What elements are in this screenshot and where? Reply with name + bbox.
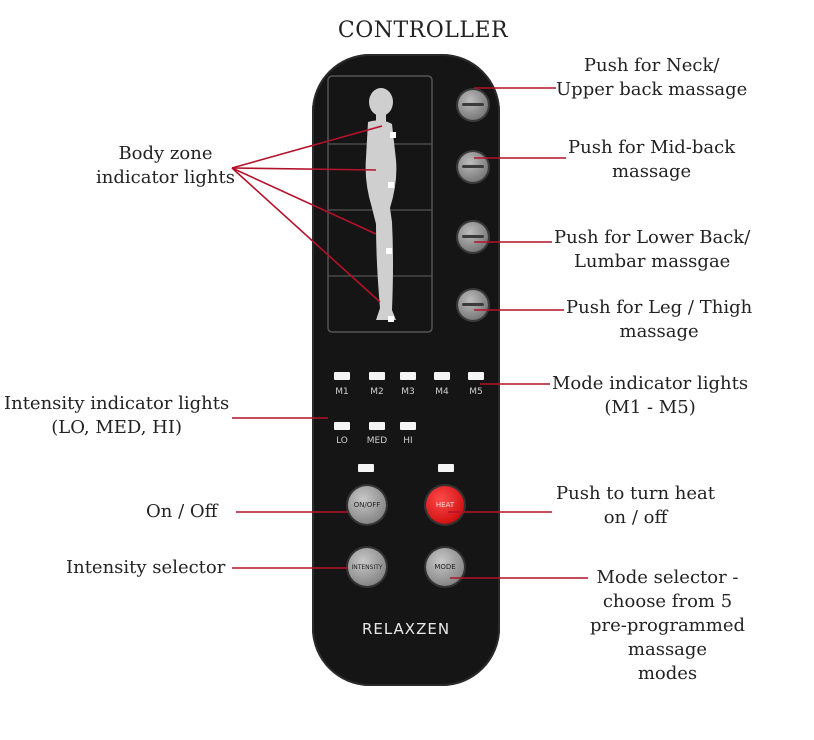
callout-on-off-line-1: On / Off	[146, 501, 218, 522]
callout-intensity-lights: Intensity indicator lights (LO, MED, HI)	[4, 392, 229, 440]
callout-lowerback-line-1: Push for Lower Back/	[554, 227, 751, 248]
mode-label-m3: M3	[401, 387, 415, 397]
mode-label-m5: M5	[469, 387, 483, 397]
intensity-led-hi	[400, 422, 416, 430]
body-zone-panel	[327, 75, 433, 333]
callout-mode-selector-line-4: massage	[627, 639, 708, 660]
callout-mode-selector: Mode selector - choose from 5 pre-progra…	[590, 566, 745, 686]
leg-button-mark	[462, 303, 484, 306]
brand-logo: RELAXZEN	[361, 620, 451, 638]
intensity-button[interactable]: INTENSITY	[348, 548, 386, 586]
intensity-label-hi: HI	[403, 436, 413, 446]
zone-light-lumbar	[386, 248, 392, 254]
intensity-led-lo	[334, 422, 350, 430]
callout-lowerback: Push for Lower Back/ Lumbar massgae	[554, 226, 750, 274]
callout-midback-line-1: Push for Mid-back	[568, 137, 736, 158]
callout-neck-line-1: Push for Neck/	[583, 55, 720, 76]
body-silhouette	[365, 88, 397, 321]
callout-intensity-selector: Intensity selector	[66, 556, 225, 580]
callout-intensity-lights-line-2: (LO, MED, HI)	[51, 417, 182, 438]
callout-mode-lights-line-1: Mode indicator lights	[552, 373, 749, 394]
callout-mode-lights-line-2: (M1 - M5)	[604, 397, 696, 418]
callout-mode-selector-line-2: choose from 5	[602, 591, 733, 612]
mode-label-m2: M2	[370, 387, 384, 397]
callout-mode-selector-line-3: pre-programmed	[590, 615, 745, 636]
leg-button[interactable]	[458, 290, 488, 320]
callout-heat-line-1: Push to turn heat	[556, 483, 716, 504]
power-led	[358, 464, 374, 472]
callout-leg-line-1: Push for Leg / Thigh	[566, 297, 753, 318]
callout-leg: Push for Leg / Thigh massage	[566, 296, 752, 344]
mode-led-m1	[334, 372, 350, 380]
callout-midback: Push for Mid-back massage	[568, 136, 735, 184]
midback-button[interactable]	[458, 152, 488, 182]
callout-heat-line-2: on / off	[603, 507, 668, 528]
callout-intensity-selector-line-1: Intensity selector	[66, 557, 226, 578]
midback-button-mark	[462, 165, 484, 168]
callout-midback-line-2: massage	[611, 161, 692, 182]
mode-led-m4	[434, 372, 450, 380]
mode-led-m3	[400, 372, 416, 380]
intensity-led-med	[369, 422, 385, 430]
callout-lowerback-line-2: Lumbar massgae	[573, 251, 731, 272]
mode-led-m2	[369, 372, 385, 380]
callout-neck: Push for Neck/ Upper back massage	[556, 54, 747, 102]
zone-light-midback	[388, 182, 394, 188]
callout-mode-lights: Mode indicator lights (M1 - M5)	[552, 372, 748, 420]
callout-body-zone: Body zone indicator lights	[96, 142, 235, 190]
zone-light-leg	[388, 316, 394, 322]
callout-mode-selector-line-5: modes	[637, 663, 698, 684]
callout-leg-line-2: massage	[619, 321, 699, 342]
mode-label-m1: M1	[335, 387, 349, 397]
intensity-label-med: MED	[366, 436, 388, 446]
callout-neck-line-2: Upper back massage	[556, 79, 748, 100]
intensity-label-lo: LO	[336, 436, 348, 446]
callout-body-zone-line-2: indicator lights	[96, 167, 235, 188]
neck-button[interactable]	[458, 90, 488, 120]
on-off-button[interactable]: ON/OFF	[348, 486, 386, 524]
callout-mode-selector-line-1: Mode selector -	[596, 567, 739, 588]
heat-button[interactable]: HEAT	[426, 486, 464, 524]
callout-intensity-lights-line-1: Intensity indicator lights	[4, 393, 230, 414]
zone-light-neck	[390, 132, 396, 138]
heat-led	[438, 464, 454, 472]
remote-controller: M1 M2 M3 M4 M5 LO MED HI ON/OFF HEAT INT…	[312, 54, 500, 686]
diagram-title: CONTROLLER	[337, 18, 509, 43]
neck-button-mark	[462, 103, 484, 106]
mode-led-m5	[468, 372, 484, 380]
lumbar-button-mark	[462, 235, 484, 238]
mode-label-m4: M4	[435, 387, 449, 397]
callout-on-off: On / Off	[146, 500, 217, 524]
callout-body-zone-line-1: Body zone	[118, 143, 213, 164]
mode-button[interactable]: MODE	[426, 548, 464, 586]
callout-heat: Push to turn heat on / off	[556, 482, 715, 530]
lumbar-button[interactable]	[458, 222, 488, 252]
